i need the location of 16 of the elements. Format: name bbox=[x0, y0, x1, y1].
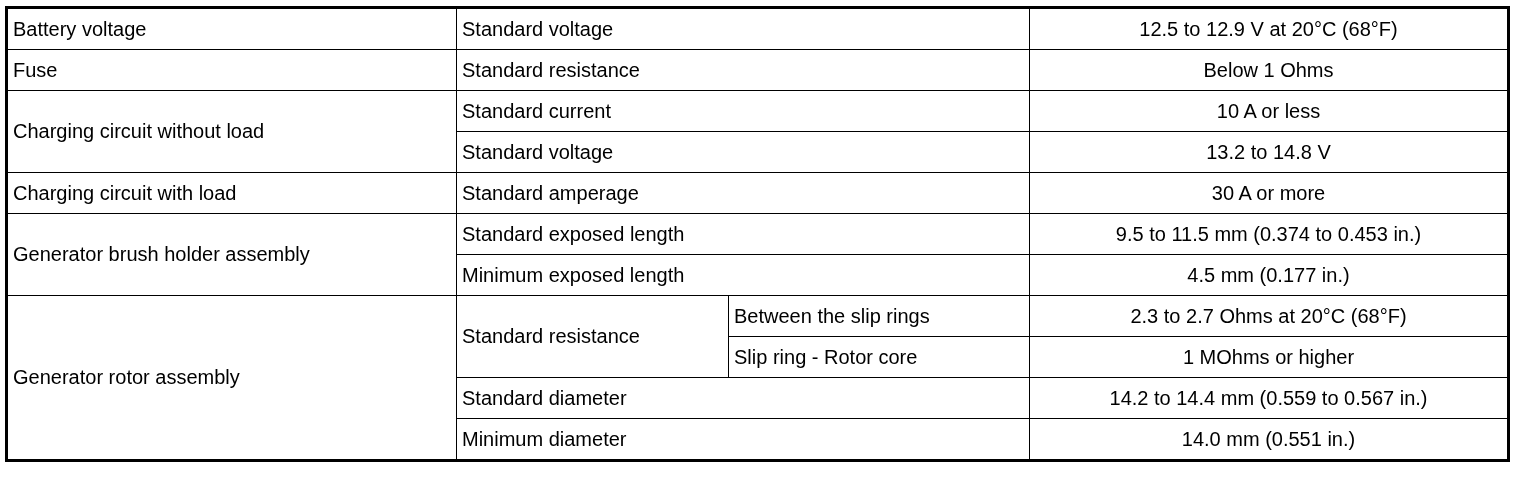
spec-item: Standard resistance bbox=[456, 295, 729, 378]
spec-item: Minimum exposed length bbox=[456, 254, 1030, 296]
spec-item: Standard exposed length bbox=[456, 213, 1030, 255]
spec-item: Standard voltage bbox=[456, 131, 1030, 173]
component-name: Fuse bbox=[6, 49, 457, 91]
component-name: Charging circuit with load bbox=[6, 172, 457, 214]
spec-item: Standard voltage bbox=[456, 7, 1030, 50]
spec-item: Standard amperage bbox=[456, 172, 1030, 214]
spec-item: Standard diameter bbox=[456, 377, 1030, 419]
test-condition: Slip ring - Rotor core bbox=[728, 336, 1030, 378]
component-name: Generator brush holder assembly bbox=[6, 213, 457, 296]
test-condition: Between the slip rings bbox=[728, 295, 1030, 337]
spec-item: Standard resistance bbox=[456, 49, 1030, 91]
spec-item: Standard current bbox=[456, 90, 1030, 132]
component-name: Charging circuit without load bbox=[6, 90, 457, 173]
component-name: Battery voltage bbox=[6, 7, 457, 50]
